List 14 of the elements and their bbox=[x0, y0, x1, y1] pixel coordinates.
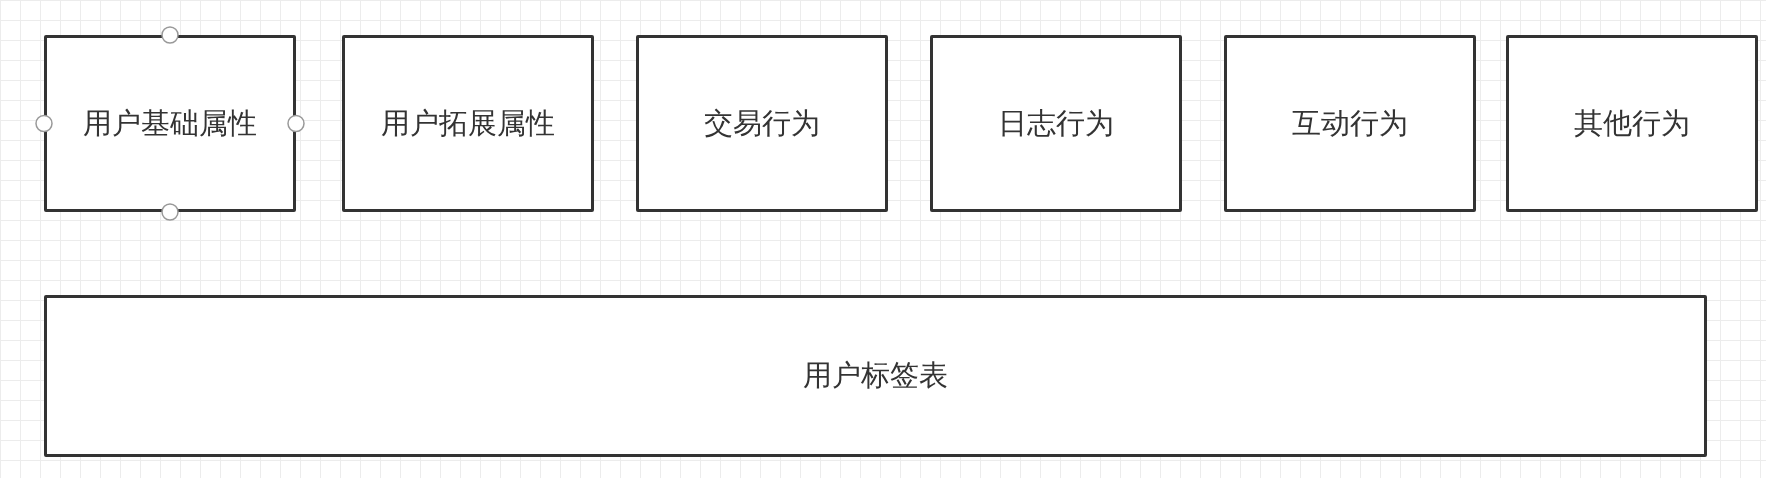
process-box bbox=[342, 35, 594, 212]
process-box bbox=[1224, 35, 1476, 212]
process-box bbox=[44, 35, 296, 212]
box-label: 其他行为 bbox=[1574, 104, 1690, 142]
box-label: 交易行为 bbox=[704, 104, 820, 142]
process-box bbox=[1506, 35, 1758, 212]
box-label: 日志行为 bbox=[998, 104, 1114, 142]
box-label: 用户拓展属性 bbox=[381, 104, 555, 142]
box-label: 用户标签表 bbox=[803, 357, 948, 394]
process-box bbox=[930, 35, 1182, 212]
box-label: 用户基础属性 bbox=[83, 104, 257, 142]
table-box bbox=[44, 295, 1707, 457]
box-label: 互动行为 bbox=[1292, 104, 1408, 142]
process-box bbox=[636, 35, 888, 212]
